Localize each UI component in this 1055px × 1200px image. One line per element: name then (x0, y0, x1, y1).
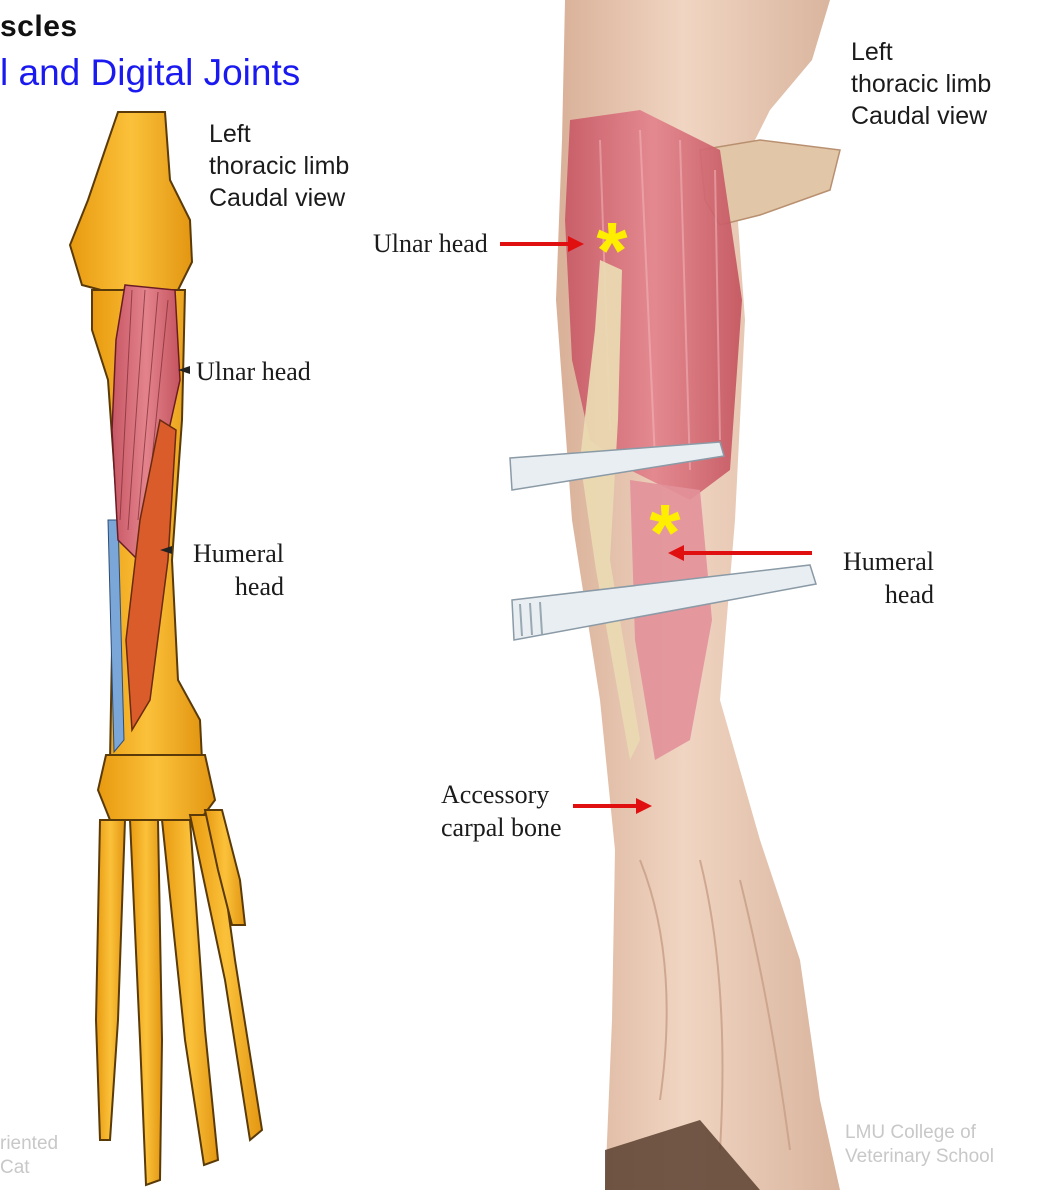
photo-accessory-carpal-label: Accessory carpal bone (441, 780, 562, 842)
illustration-credit: riented Cat (0, 1133, 59, 1178)
dissection-photo (509, 0, 841, 1190)
photo-humeral-head-label: Humeral head (843, 547, 934, 609)
slide-title-line1: scles (0, 10, 78, 43)
humeral-asterisk: * (649, 488, 681, 577)
photo-ulnar-head-label: Ulnar head (373, 229, 488, 258)
illustration-view-label: Left thoracic limb Caudal view (209, 120, 350, 212)
limb-illustration (68, 111, 264, 1187)
illustration-ulnar-head-label: Ulnar head (196, 357, 311, 386)
accessory-arrow (573, 798, 652, 814)
ulnar-asterisk: * (596, 206, 628, 295)
photo-view-label: Left thoracic limb Caudal view (851, 38, 992, 130)
ulnar-arrow (500, 236, 584, 252)
slide-title-line2: l and Digital Joints (0, 52, 301, 93)
illustration-humeral-head-label: Humeral head (193, 539, 284, 601)
photo-credit: LMU College of Veterinary School (845, 1122, 994, 1167)
humeral-arrow (668, 545, 812, 561)
